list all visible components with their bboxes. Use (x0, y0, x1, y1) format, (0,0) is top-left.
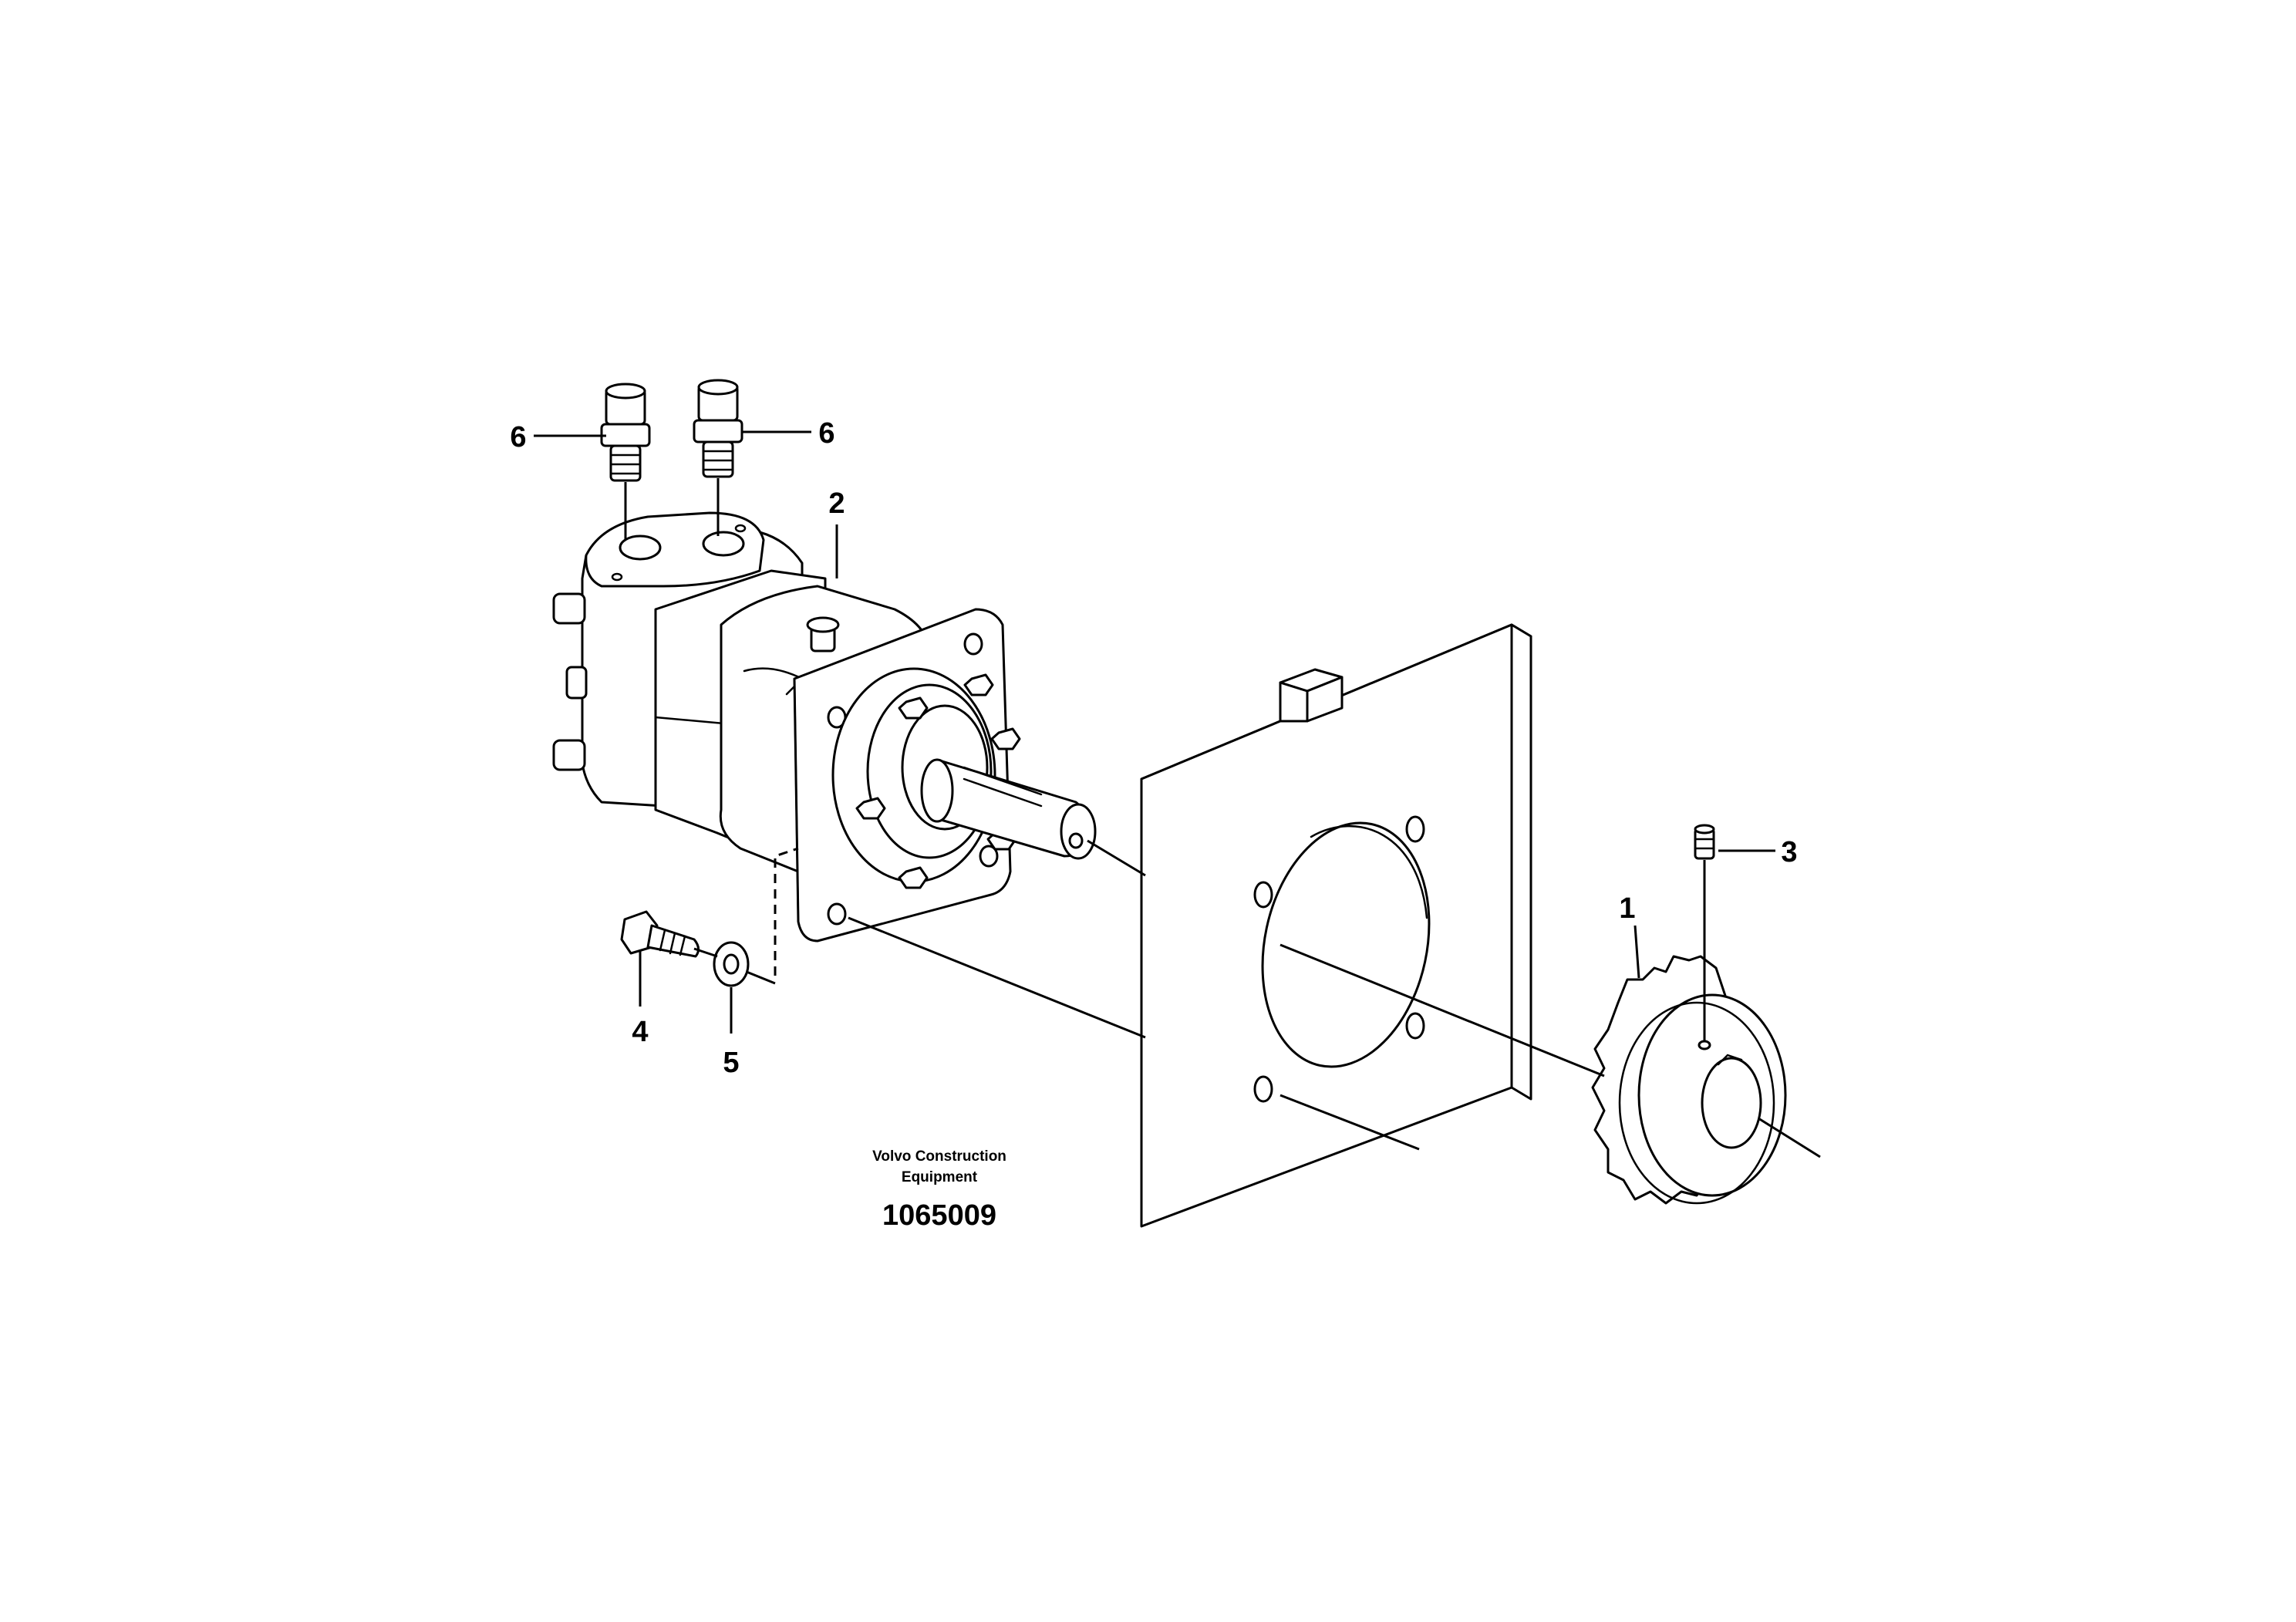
credit-block: Volvo Construction Equipment 1065009 (872, 1148, 1006, 1232)
document-number: 1065009 (882, 1199, 996, 1232)
credit-line-1: Volvo Construction (872, 1148, 1006, 1165)
callout-2: 2 (828, 487, 845, 520)
hydraulic-motor (552, 511, 1097, 943)
mounting-plate (1140, 623, 1532, 1228)
callout-leaders (534, 430, 1775, 1034)
washer (713, 941, 750, 987)
callout-1: 1 (1619, 892, 1635, 925)
hex-bolt (620, 910, 700, 958)
callout-6-right: 6 (818, 417, 834, 450)
set-screw (1694, 824, 1715, 860)
callout-5: 5 (723, 1047, 739, 1079)
callout-3: 3 (1781, 836, 1797, 868)
drive-sprocket (1591, 955, 1787, 1205)
callout-4: 4 (632, 1016, 648, 1048)
hydraulic-fitting-left (600, 383, 651, 482)
hydraulic-fitting-right (693, 379, 743, 478)
assembly-lines (624, 478, 1821, 1158)
callout-labels: 1 2 3 4 5 6 6 (510, 417, 1797, 1079)
callout-6-left: 6 (510, 421, 526, 454)
credit-line-2: Equipment (902, 1169, 978, 1185)
